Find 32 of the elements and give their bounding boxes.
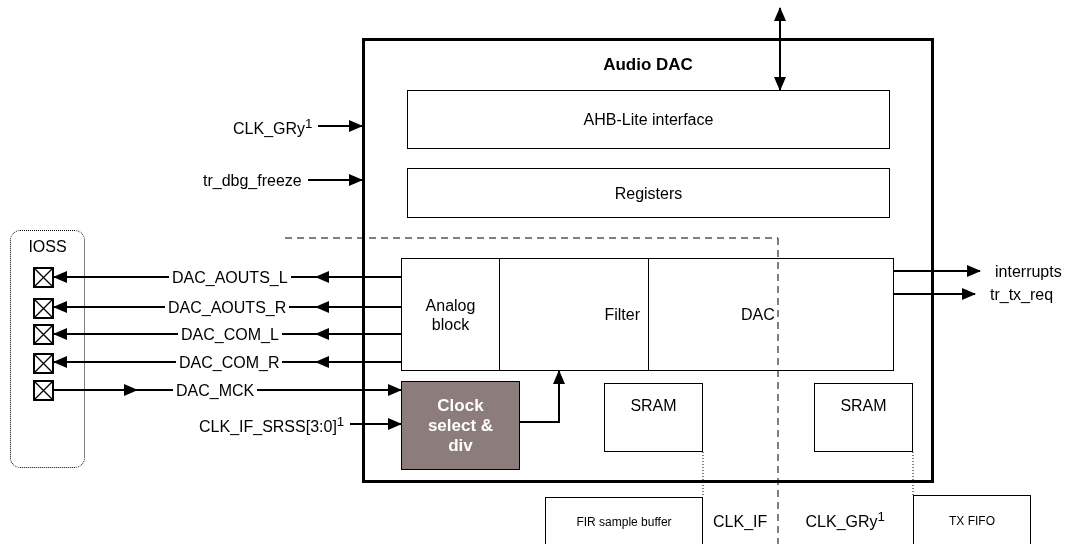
block-box — [499, 258, 649, 371]
block-title: Audio DAC — [602, 55, 694, 74]
arrow — [519, 370, 565, 423]
block-label: Analog block — [424, 295, 477, 334]
group-title: IOSS — [27, 237, 68, 256]
block-box — [401, 381, 520, 470]
block-label: SRAM — [840, 396, 887, 415]
block-label: AHB-Lite interface — [583, 110, 714, 129]
block-box — [913, 495, 1031, 544]
leader-line — [912, 451, 914, 496]
block-label: Filter — [604, 305, 640, 324]
block-box — [407, 90, 890, 149]
block-label: DAC — [741, 305, 775, 324]
double-arrow — [774, 7, 786, 91]
block-box — [648, 258, 894, 371]
block-box — [407, 168, 890, 218]
block-label: TX FIFO — [949, 513, 995, 529]
block-box — [545, 497, 703, 544]
module-frame — [362, 38, 934, 483]
block-box — [401, 258, 500, 371]
block-label: SRAM — [630, 396, 677, 415]
arrow — [317, 120, 363, 132]
block-box — [814, 383, 913, 452]
arrow — [349, 418, 402, 430]
leader-line — [702, 451, 704, 498]
block-label: Clock select & div — [426, 395, 495, 456]
arrow — [893, 265, 981, 277]
arrow — [893, 288, 976, 300]
block-box — [604, 383, 703, 452]
block-label: FIR sample buffer — [576, 514, 672, 530]
block-label: Registers — [614, 183, 683, 203]
arrow — [307, 174, 363, 186]
